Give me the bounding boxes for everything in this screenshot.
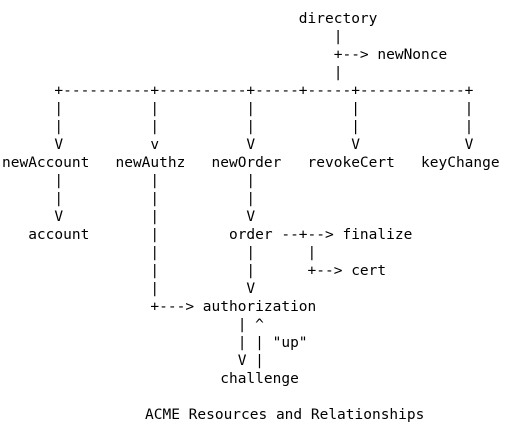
diagram-line: | [2, 65, 343, 81]
diagram-line: V | V [2, 209, 256, 225]
diagram-caption: ACME Resources and Relationships [145, 407, 425, 423]
diagram-line: | | "up" [2, 335, 308, 351]
diagram-line: directory [2, 11, 378, 27]
diagram-line: | | | [2, 173, 256, 189]
diagram-line: challenge [2, 371, 299, 387]
diagram-line: | ^ [2, 317, 264, 333]
diagram-line: | V [2, 281, 256, 297]
diagram-line: +---> authorization [2, 299, 317, 315]
diagram-line: account | order --+--> finalize [2, 227, 413, 243]
diagram-line: | [2, 29, 343, 45]
diagram-line: | | | [2, 245, 317, 261]
diagram-line: | | | | | [2, 119, 474, 135]
diagram-line: +----------+----------+-----+-----+-----… [2, 83, 474, 99]
diagram-line: +--> newNonce [2, 47, 448, 63]
diagram-line: | | | | | [2, 101, 474, 117]
ascii-art-diagram: directory | +--> newNonce | +----------+… [2, 10, 500, 388]
diagram-line: V | [2, 353, 264, 369]
diagram-line: | | +--> cert [2, 263, 387, 279]
diagram-line: | | | [2, 191, 256, 207]
diagram-line: V v V V V [2, 137, 474, 153]
diagram-line: newAccount newAuthz newOrder revokeCert … [2, 155, 500, 171]
